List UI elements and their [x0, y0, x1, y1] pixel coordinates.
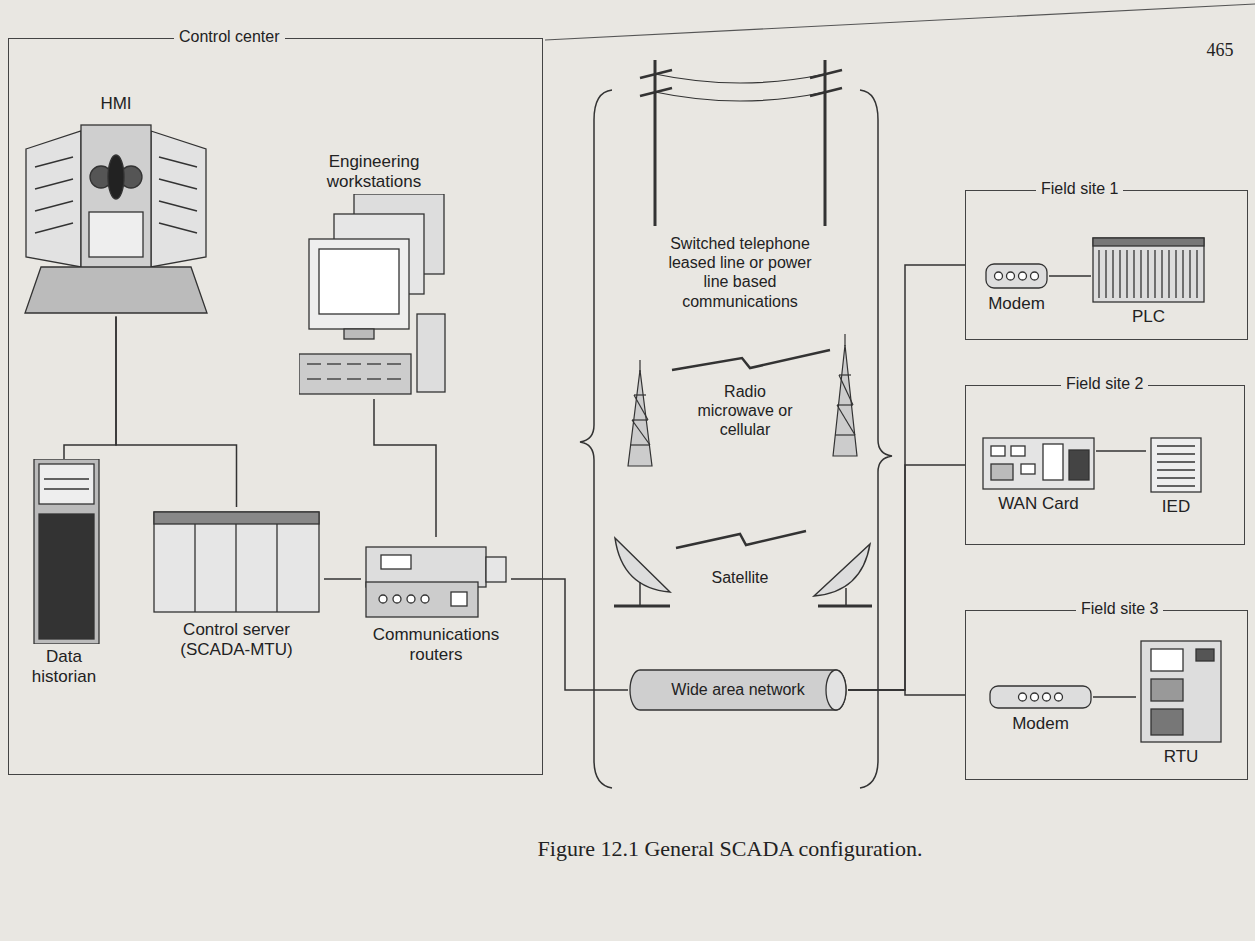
right-brace: [860, 90, 892, 788]
device-icon: [1146, 436, 1206, 494]
left-brace: [580, 90, 612, 788]
data-historian: Data historian: [14, 459, 114, 689]
network-link: [116, 317, 237, 507]
network-link: [848, 465, 965, 690]
device-label: Modem: [1012, 711, 1069, 737]
device-drawing: [299, 194, 445, 394]
device-icon: [361, 537, 511, 622]
device-drawing: [25, 125, 207, 313]
control-server: Control server (SCADA-MTU): [149, 507, 324, 662]
device-drawing: [986, 264, 1047, 288]
device-drawing: [154, 512, 319, 612]
device-label: Data historian: [14, 644, 114, 689]
group-heading: Field site 3: [1076, 600, 1163, 618]
satellite-dish: [814, 544, 872, 606]
field-site-box: Field site 1ModemPLC: [965, 190, 1248, 340]
group-heading: Field site 1: [1036, 180, 1123, 198]
page-edge-line: [545, 4, 1255, 40]
field-site-box: Field site 3ModemRTU: [965, 610, 1248, 780]
satellite-dish: [614, 538, 670, 606]
modem: Modem: [988, 683, 1093, 737]
network-link: [511, 579, 628, 690]
device-drawing: [990, 686, 1091, 708]
media-label: Radio microwave or cellular: [690, 382, 800, 440]
device-label: WAN Card: [998, 491, 1079, 517]
device-icon: [988, 683, 1093, 711]
page-number: 465: [1190, 40, 1250, 62]
network-link: [374, 399, 436, 537]
device-icon: [984, 261, 1049, 291]
device-icon: [981, 436, 1096, 491]
device-drawing: [1093, 238, 1204, 302]
radio-link-bolt: [672, 350, 830, 370]
device-label: HMI: [100, 91, 131, 117]
modem: Modem: [984, 261, 1049, 317]
network-link: [1093, 696, 1136, 698]
device-label: Communications routers: [361, 622, 511, 667]
control-center-box: Control centerHMIEngineering workstation…: [8, 38, 543, 775]
group-heading: Field site 2: [1061, 375, 1148, 393]
device-drawing: [1151, 438, 1201, 492]
device-label: IED: [1162, 494, 1190, 520]
device-drawing: [34, 459, 99, 644]
figure-caption: Figure 12.1 General SCADA configuration.: [250, 836, 1210, 862]
rtu: RTU: [1136, 639, 1226, 770]
radio-tower: [833, 334, 857, 456]
satellite-link-bolt: [676, 531, 806, 548]
device-icon: [14, 459, 114, 644]
device-icon: [149, 507, 324, 617]
device-label: PLC: [1132, 304, 1165, 330]
telephone-poles: [640, 60, 842, 226]
media-label: Satellite: [680, 568, 800, 587]
network-link: [64, 317, 116, 459]
network-link: [1049, 275, 1091, 277]
engineering-workstation: Engineering workstations: [299, 149, 449, 399]
device-icon: [21, 117, 211, 317]
wan-card: WAN Card: [981, 436, 1096, 517]
communications-router: Communications routers: [361, 537, 511, 667]
device-icon: [1091, 236, 1206, 304]
network-link: [848, 265, 965, 690]
device-label: Engineering workstations: [299, 149, 449, 194]
ied: IED: [1146, 436, 1206, 520]
hmi-console: HMI: [21, 91, 211, 317]
device-icon: [1136, 639, 1226, 744]
wan-cylinder: Wide area network: [628, 668, 848, 712]
network-link: [848, 690, 965, 695]
device-label: Modem: [988, 291, 1045, 317]
device-label: Control server (SCADA-MTU): [149, 617, 324, 662]
device-drawing: [983, 438, 1094, 489]
device-label: RTU: [1164, 744, 1199, 770]
network-link: [324, 578, 361, 580]
wan-label: Wide area network: [628, 668, 848, 712]
media-label: Switched telephone leased line or power …: [660, 234, 820, 311]
network-link: [1096, 450, 1146, 452]
group-heading: Control center: [174, 28, 285, 46]
device-drawing: [366, 547, 506, 617]
plc: PLC: [1091, 236, 1206, 330]
device-icon: [299, 194, 449, 399]
radio-tower: [628, 360, 652, 466]
device-drawing: [1141, 641, 1221, 742]
field-site-box: Field site 2WAN CardIED: [965, 385, 1245, 545]
